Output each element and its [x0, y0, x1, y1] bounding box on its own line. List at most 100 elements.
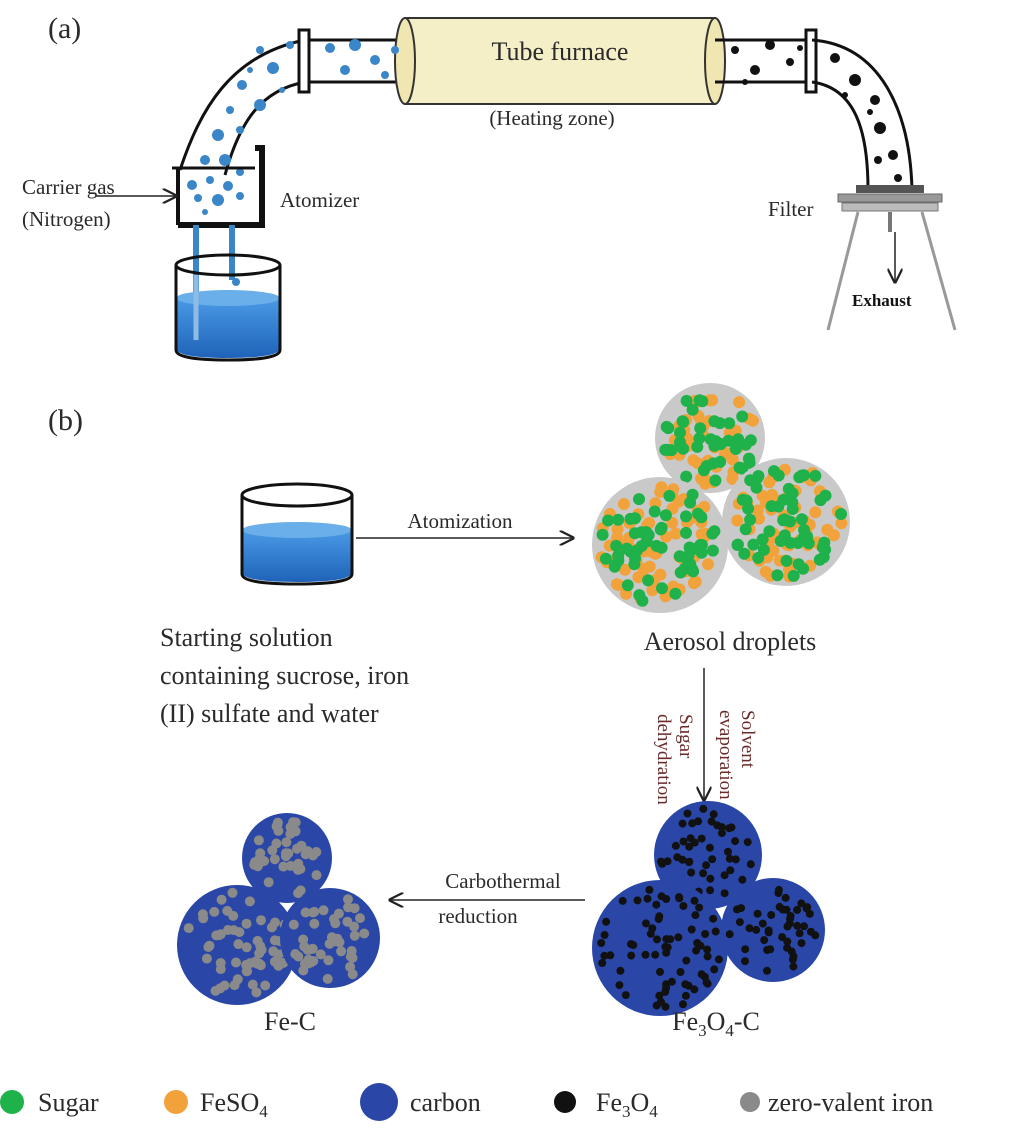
heating-zone-label: (Heating zone)	[489, 106, 614, 130]
fe-c-particle-dot	[288, 919, 299, 930]
legend-carbon-swatch	[360, 1083, 398, 1121]
fe3o4-particle-dot	[709, 914, 718, 923]
fe3o4-particle-dot	[690, 838, 699, 847]
aerosol-droplet-dot	[680, 470, 693, 483]
fe3o4-particle-dot	[661, 987, 670, 996]
aerosol-droplet-dot	[684, 496, 697, 509]
fe3o4-particle-dot	[629, 941, 638, 950]
aerosol-droplets-label: Aerosol droplets	[644, 627, 817, 656]
fe3o4-particle-dot	[602, 917, 611, 926]
fe3o4-particle-dot	[731, 855, 740, 864]
fe3o4-particle-dot	[679, 902, 688, 910]
fe3o4-particle-dot	[800, 922, 808, 931]
aerosol-droplet-dot	[743, 452, 755, 465]
fe-c-particle-dot	[323, 955, 334, 966]
fe3o4-particle-dot	[683, 809, 692, 818]
aerosol-droplet-dot	[602, 514, 615, 527]
aerosol-droplet-dot	[739, 438, 752, 451]
fe3o4-particle-dot	[766, 945, 775, 954]
fe-c-particle-dot	[268, 946, 279, 957]
fe3o4-particle-dot	[615, 981, 624, 990]
fe-c-particle-dot	[233, 939, 244, 950]
aerosol-droplet-dot	[695, 546, 708, 559]
fe-c-particle-dot	[349, 903, 360, 914]
aerosol-droplet-dot	[700, 460, 713, 472]
right-horizontal-tube	[715, 28, 818, 94]
fe3o4-particle-dot	[674, 933, 683, 942]
fe3o4-particle-dot	[795, 929, 804, 938]
fe3o4-particle-dot	[789, 952, 798, 961]
aerosol-droplet-dot	[738, 547, 751, 560]
fe-c-particle-dot	[241, 942, 252, 953]
aerosol-droplet-dot	[655, 541, 668, 554]
fe3o4-particle-dot	[657, 857, 665, 866]
aerosol-droplet-dot	[680, 526, 692, 539]
aerosol-droplet-dot	[599, 552, 612, 565]
fe3o4-particle-dot	[684, 981, 693, 990]
fe3o4-particle-dot	[682, 956, 691, 965]
fe-c-particle-dot	[309, 918, 320, 929]
aerosol-droplet-dot	[729, 443, 742, 455]
aerosol-droplet-dot	[731, 514, 744, 527]
fe3o4-particle-dot	[653, 935, 661, 944]
svg-text:Solvent: Solvent	[737, 710, 758, 769]
aerosol-droplet-dot	[674, 426, 686, 439]
aerosol-droplet-dot	[809, 506, 822, 519]
fe-c-particle-dot	[334, 937, 345, 948]
fe3o4-particle-dot	[618, 896, 627, 905]
fe-c-particle-dot	[309, 906, 320, 917]
fe-c-particle-dot	[298, 934, 309, 945]
fe3o4-particle-dot	[678, 819, 687, 828]
fe3o4-particle-dot	[731, 837, 740, 846]
fe-c-particle-dot	[318, 905, 329, 916]
fe3o4-particle-dot	[616, 966, 625, 975]
starting-solution-line1: Starting solution	[160, 623, 333, 652]
panel-b-label: (b)	[48, 404, 83, 437]
fe3o4-particle-dot	[691, 911, 700, 920]
aerosol-droplet-dot	[702, 558, 714, 571]
fe3o4-particle-dot	[717, 829, 726, 838]
fe-c-particle-dot	[210, 985, 221, 996]
fe3o4-particle-dot	[681, 991, 690, 1000]
fe3o4-particle-dot	[706, 874, 715, 883]
aerosol-droplet-dot	[777, 514, 790, 527]
fe-c-particle-dot	[215, 964, 226, 975]
fe-c-particle-dot	[228, 910, 239, 921]
aerosol-droplet-dot	[673, 550, 686, 563]
fe-c-particle-dot	[285, 860, 296, 871]
aerosol-droplet-dot	[819, 489, 832, 502]
aerosol-droplet-dot	[793, 471, 806, 484]
fe3o4-particle-dot	[701, 930, 710, 938]
fe-c-particle-dot	[300, 907, 311, 918]
fe3o4-particle-dot	[643, 894, 652, 903]
fe3o4-particle-dot	[696, 941, 705, 950]
aerosol-droplet-dot	[704, 433, 717, 446]
fe3o4-particle-dot	[752, 925, 761, 934]
fe3o4-particle-dot	[703, 952, 712, 961]
fe-c-particle-dot	[183, 923, 194, 934]
aerosol-droplet-dot	[643, 560, 656, 573]
fe3o4-particle-dot	[725, 854, 734, 863]
fe3o4-particle-dot	[606, 951, 615, 960]
filter-assembly	[826, 185, 957, 331]
fe3o4-particle-dot	[652, 900, 661, 909]
fe3o4-particle-dot	[743, 838, 752, 847]
aerosol-droplet-dot	[708, 415, 721, 428]
fe3o4-particle-dot	[598, 959, 607, 967]
aerosol-droplet-dot	[669, 527, 682, 540]
aerosol-droplet-dot	[691, 440, 704, 453]
fe-c-particle-dot	[311, 847, 322, 857]
aerosol-droplet-dot	[624, 512, 637, 525]
fe3o4-particle-dot	[690, 985, 699, 994]
fe-c-particle-dot	[255, 960, 266, 971]
fe3o4-particle-dot	[767, 911, 776, 919]
atomization-label: Atomization	[408, 509, 513, 533]
fe3o4-particle-dot	[645, 885, 654, 894]
fe3o4-particle-dot	[805, 909, 814, 918]
fe3o4-particle-dot	[786, 912, 795, 920]
fe3o4-particle-dot	[781, 893, 790, 902]
fe3o4-particle-dot	[745, 924, 754, 933]
fe-c-particle-dot	[292, 864, 303, 875]
aerosol-droplet-dot	[608, 560, 621, 573]
fe-c-particle-dot	[336, 946, 347, 957]
